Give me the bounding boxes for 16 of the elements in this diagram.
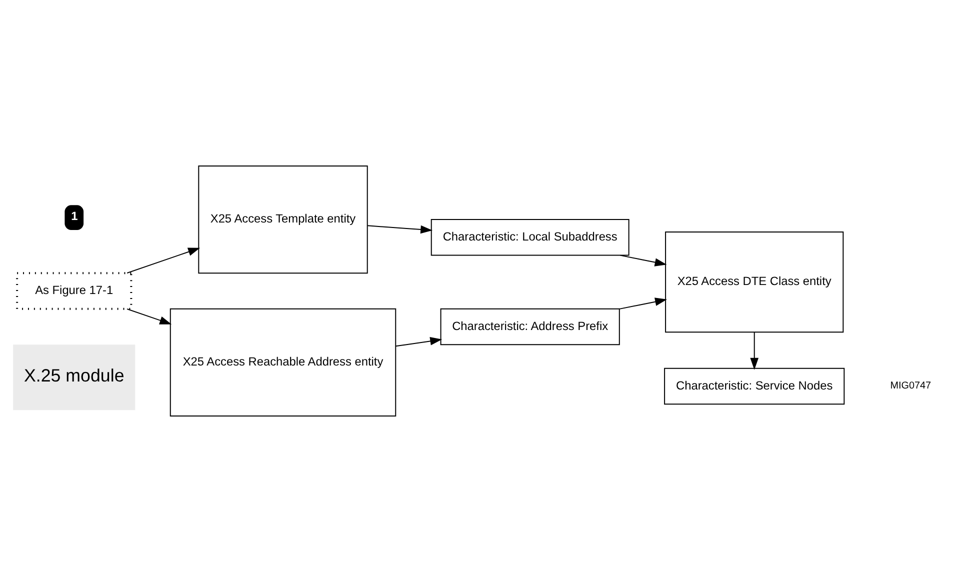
arrow xyxy=(395,336,442,346)
arrow xyxy=(126,308,172,324)
node-box: Characteristic: Address Prefix xyxy=(440,308,620,345)
node-box: X25 Access DTE Class entity xyxy=(665,230,844,332)
arrow xyxy=(619,297,668,309)
node-box: Characteristic: Local Subaddress xyxy=(430,218,630,256)
node-box: X25 Access Template entity xyxy=(198,164,368,274)
arrow xyxy=(126,247,200,274)
arrow xyxy=(750,331,759,370)
label: 1 xyxy=(71,208,78,223)
node-box: X25 Access Reachable Address entity xyxy=(170,308,396,416)
node-box: Characteristic: Service Nodes xyxy=(664,367,845,404)
arrow xyxy=(367,224,433,234)
label: MIG0747 xyxy=(890,380,932,392)
arrow xyxy=(620,254,667,266)
node-box: As Figure 17-1 xyxy=(16,272,132,310)
